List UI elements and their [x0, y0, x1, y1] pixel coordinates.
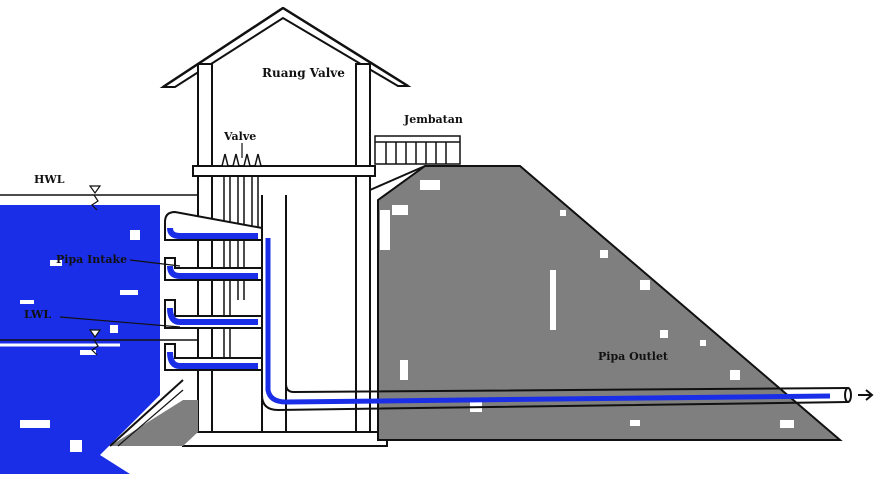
- tower-base: [182, 431, 388, 447]
- intake-pipes: [164, 210, 263, 371]
- pipa-outlet-label: Pipa Outlet: [598, 350, 669, 363]
- water-level-triangle-icon: [88, 329, 102, 339]
- hwl-line: [0, 185, 198, 211]
- embankment: [369, 165, 843, 441]
- valve-icon: [254, 153, 262, 167]
- upstream-slope: [109, 379, 198, 447]
- intake-pipe-2: [164, 257, 263, 281]
- ruang-valve-label: Ruang Valve: [262, 66, 345, 80]
- jembatan-label: Jembatan: [404, 113, 463, 126]
- intake-pipe-4: [164, 343, 263, 371]
- intake-pipe-1: [164, 210, 263, 241]
- lwl-line: [0, 329, 198, 356]
- valve-icon: [243, 153, 251, 167]
- outlet-water: [265, 238, 831, 405]
- leader-lines: [59, 143, 243, 328]
- pipa-intake-label: Pipa Intake: [56, 253, 128, 266]
- outlet-pipe: [261, 210, 874, 412]
- bridge: [374, 135, 461, 165]
- lwl-label: LWL: [24, 308, 52, 321]
- valve-icon: [232, 153, 240, 167]
- intake-pipe-3: [164, 299, 263, 329]
- valve-icon: [221, 153, 229, 167]
- valves: [221, 153, 262, 167]
- tower-columns: [197, 63, 371, 435]
- tower-roof: [159, 6, 412, 89]
- hwl-label: HWL: [34, 173, 65, 186]
- water-level-triangle-icon: [88, 185, 102, 195]
- valve-label: Valve: [224, 130, 257, 143]
- valve-floor-slab: [192, 165, 376, 177]
